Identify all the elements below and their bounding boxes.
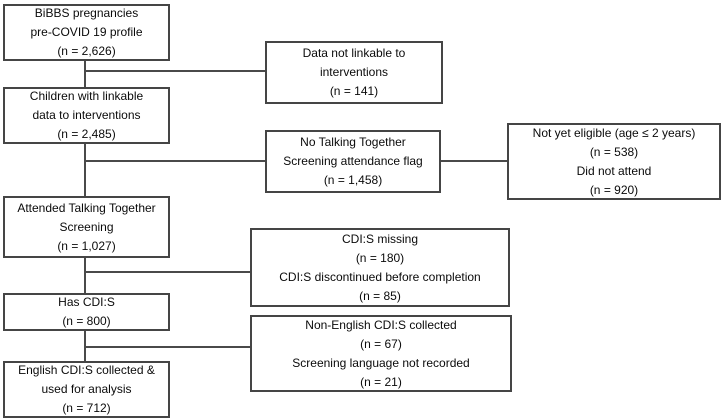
flow-box-not-linkable: Data not linkable to interventions (n = …	[265, 41, 443, 104]
connector-linkable-to-attended	[84, 143, 86, 197]
box-line: Screening language not recorded	[292, 355, 470, 370]
box-count: (n = 1,027)	[57, 238, 116, 253]
flow-box-non-english-cdis: Non-English CDI:S collected (n = 67) Scr…	[250, 315, 512, 392]
flow-box-has-cdis: Has CDI:S (n = 800)	[3, 293, 170, 331]
box-line: Screening attendance flag	[283, 154, 423, 168]
connector-noflag-to-noteligible	[440, 160, 508, 162]
flow-box-english-cdis-analysis: English CDI:S collected & used for analy…	[3, 361, 170, 418]
box-count: (n = 2,626)	[57, 44, 116, 58]
box-line: BiBBS pregnancies	[34, 6, 139, 20]
flow-box-not-eligible: Not yet eligible (age ≤ 2 years) (n = 53…	[507, 123, 721, 200]
box-line: used for analysis	[41, 382, 132, 396]
box-count: (n = 180)	[355, 250, 405, 265]
connector-branch-not-linkable	[84, 70, 266, 72]
box-line: CDI:S discontinued before completion	[279, 269, 481, 284]
box-line: data to interventions	[32, 108, 141, 122]
box-count: (n = 712)	[62, 401, 111, 415]
box-line: Data not linkable to	[302, 46, 406, 60]
connector-branch-cdis-missing	[84, 271, 251, 273]
box-line: English CDI:S collected &	[18, 363, 155, 377]
box-count: (n = 538)	[589, 144, 639, 159]
flow-box-cdis-missing: CDI:S missing (n = 180) CDI:S discontinu…	[250, 228, 510, 307]
box-line: Children with linkable	[29, 89, 144, 103]
box-line: Not yet eligible (age ≤ 2 years)	[532, 125, 696, 140]
box-line: Attended Talking Together	[17, 200, 156, 215]
box-count: (n = 800)	[62, 314, 111, 328]
connector-branch-non-english	[84, 346, 251, 348]
box-line: Screening	[59, 219, 114, 234]
box-count: (n = 67)	[360, 336, 402, 351]
box-line: Non-English CDI:S collected	[305, 317, 457, 332]
flow-box-bibbs-pregnancies: BiBBS pregnancies pre-COVID 19 profile (…	[3, 4, 170, 61]
box-line: No Talking Together	[300, 135, 406, 149]
box-line: Did not attend	[576, 163, 652, 178]
flow-box-attended-screening: Attended Talking Together Screening (n =…	[3, 196, 170, 258]
box-count: (n = 21)	[360, 374, 402, 389]
box-line: interventions	[319, 65, 389, 79]
box-count: (n = 85)	[359, 288, 401, 303]
box-line: pre-COVID 19 profile	[30, 25, 143, 39]
box-line: CDI:S missing	[341, 231, 418, 246]
box-count: (n = 1,458)	[323, 173, 383, 187]
box-count: (n = 2,485)	[57, 127, 116, 141]
connector-bibbs-to-linkable	[84, 60, 86, 88]
connector-attended-to-hascdis	[84, 257, 86, 294]
flow-box-linkable-children: Children with linkable data to intervent…	[3, 87, 170, 144]
flow-box-no-attendance-flag: No Talking Together Screening attendance…	[265, 130, 441, 193]
connector-branch-no-flag	[84, 160, 266, 162]
box-count: (n = 141)	[329, 84, 379, 98]
box-count: (n = 920)	[589, 182, 639, 197]
box-line: Has CDI:S	[58, 295, 115, 309]
